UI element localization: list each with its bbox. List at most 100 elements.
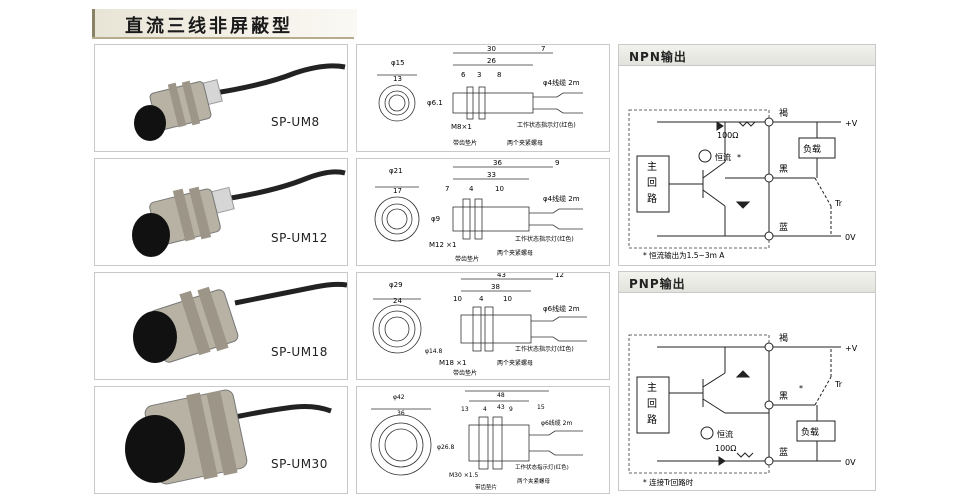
dim-label: 24 (393, 297, 402, 305)
sensor-photo (133, 281, 348, 363)
plus-v-label: +V (845, 119, 858, 128)
wire-blue-label: 蓝 (779, 446, 788, 458)
zero-v-label: 0V (845, 458, 856, 467)
dim-label: 9 (555, 159, 559, 167)
sensor-photo (132, 169, 346, 257)
dim-label: 17 (393, 187, 402, 195)
dim-label: 48 (497, 392, 505, 399)
section-title-bar: 直流三线非屏蔽型 (92, 9, 357, 37)
dim-label: M12 ×1 (429, 241, 457, 249)
dim-label: φ4线缆 2m (543, 194, 580, 203)
washer-label: 带齿垫片 (475, 483, 497, 491)
dim-label: 4 (469, 185, 474, 193)
model-label: SP-UM18 (271, 345, 328, 359)
main-circuit-char: 回 (647, 398, 657, 410)
dim-drawing-um12: φ21 17 36 9 33 7 4 10 φ9 M12 ×1 φ4线缆 2m … (356, 158, 610, 266)
main-circuit-char: 主 (647, 382, 657, 394)
dimension-drawing: φ21 17 36 9 33 7 4 10 φ9 M12 ×1 φ4线缆 2m … (374, 159, 583, 263)
dim-label: 15 (537, 404, 545, 411)
page-title: 直流三线非屏蔽型 (125, 16, 293, 37)
load-label: 负载 (801, 426, 819, 438)
pnp-header: PNP输出 (618, 271, 876, 293)
npn-circuit-diagram: 主 回 路 100Ω 恒流 * 褐 黑 蓝 负载 +V 0V Tr * 恒流输出… (628, 108, 858, 260)
npn-note: * 恒流输出为1.5~3m A (643, 250, 725, 260)
wire-black-label: 黑 (779, 164, 788, 175)
pnp-circuit-diagram: 主 回 路 100Ω 恒流 * 褐 黑 蓝 负载 +V 0V Tr * 连接Tr… (628, 333, 858, 487)
dim-label: 38 (491, 283, 500, 291)
dim-label: φ6线缆 2m (543, 304, 580, 313)
wire-black-label: 黑 (779, 391, 788, 402)
indicator-label: 工作状态指示灯(红色) (515, 345, 574, 353)
model-label: SP-UM12 (271, 231, 328, 245)
star-label: * (799, 384, 803, 393)
nuts-label: 两个夹紧螺母 (497, 359, 533, 367)
dim-label: 13 (461, 406, 469, 413)
dim-label: φ29 (389, 281, 403, 289)
dim-label: φ26.8 (437, 444, 455, 451)
photo-cell-um18: SP-UM18 (94, 272, 348, 380)
dim-label: 9 (509, 406, 513, 413)
dim-label: φ6线缆 2m (541, 419, 573, 427)
npn-header: NPN输出 (618, 44, 876, 66)
wire-brown-label: 褐 (779, 108, 788, 119)
resistor-label: 100Ω (717, 131, 738, 140)
dim-label: 4 (479, 295, 484, 303)
dim-label: 26 (487, 57, 496, 65)
dim-drawing-um8: φ15 13 30 7 26 6 3 8 φ6.1 M8×1 φ4线缆 2m 工… (356, 44, 610, 152)
dim-label: φ21 (389, 167, 403, 175)
dim-label: φ4线缆 2m (543, 78, 580, 87)
dimension-drawing: φ42 36 48 15 43 13 4 9 φ26.8 M30 ×1.5 φ6… (370, 390, 583, 491)
constant-current-label: 恒流 (715, 152, 731, 162)
washer-label: 带齿垫片 (453, 369, 477, 377)
dim-label: φ9 (431, 215, 440, 223)
main-circuit-char: 主 (647, 161, 657, 173)
dim-label: 4 (483, 406, 487, 413)
pnp-heading: PNP输出 (629, 277, 686, 291)
tr-label: Tr (834, 199, 843, 208)
dim-label: 12 (555, 273, 564, 279)
dim-label: φ15 (391, 59, 405, 67)
dim-label: 3 (477, 71, 481, 79)
dim-label: φ14.8 (425, 348, 443, 355)
main-circuit-char: 路 (647, 192, 657, 205)
model-label: SP-UM30 (271, 457, 328, 471)
resistor-label: 100Ω (715, 444, 736, 453)
npn-circuit-panel: 主 回 路 100Ω 恒流 * 褐 黑 蓝 负载 +V 0V Tr * 恒流输出… (618, 66, 876, 266)
dim-label: M18 ×1 (439, 359, 467, 367)
zero-v-label: 0V (845, 233, 856, 242)
wire-blue-label: 蓝 (779, 221, 788, 233)
dim-label: 10 (503, 295, 512, 303)
photo-cell-um8: SP-UM8 (94, 44, 348, 152)
star-label: * (737, 153, 741, 162)
dim-label: 36 (397, 410, 405, 417)
model-label: SP-UM8 (271, 115, 320, 129)
dim-label: 8 (497, 71, 501, 79)
dim-label: 7 (541, 45, 545, 53)
photo-cell-um12: SP-UM12 (94, 158, 348, 266)
dim-label: 43 (497, 404, 505, 411)
constant-current-label: 恒流 (717, 429, 733, 439)
photo-cell-um30: SP-UM30 (94, 386, 348, 494)
indicator-label: 工作状态指示灯(红色) (515, 463, 569, 471)
pnp-note: * 连接Tr回路时 (643, 477, 694, 487)
dim-label: M30 ×1.5 (449, 472, 478, 479)
tr-label: Tr (834, 380, 843, 389)
dim-label: 43 (497, 273, 506, 279)
dim-label: 30 (487, 45, 496, 53)
nuts-label: 两个夹紧螺母 (517, 477, 551, 485)
main-circuit-char: 路 (647, 413, 657, 426)
indicator-label: 工作状态指示灯(红色) (517, 121, 576, 129)
indicator-label: 工作状态指示灯(红色) (515, 235, 574, 243)
sensor-photo (134, 63, 346, 141)
plus-v-label: +V (845, 344, 858, 353)
load-label: 负载 (803, 143, 821, 155)
dim-label: 36 (493, 159, 502, 167)
nuts-label: 两个夹紧螺母 (497, 249, 533, 257)
sensor-photo (125, 389, 332, 485)
dim-drawing-um30: φ42 36 48 15 43 13 4 9 φ26.8 M30 ×1.5 φ6… (356, 386, 610, 494)
main-circuit-char: 回 (647, 177, 657, 189)
dim-label: 6 (461, 71, 466, 79)
washer-label: 带齿垫片 (455, 255, 479, 263)
dim-drawing-um18: φ29 24 43 12 38 10 4 10 φ14.8 M18 ×1 φ6线… (356, 271, 610, 380)
dim-label: 7 (445, 185, 449, 193)
